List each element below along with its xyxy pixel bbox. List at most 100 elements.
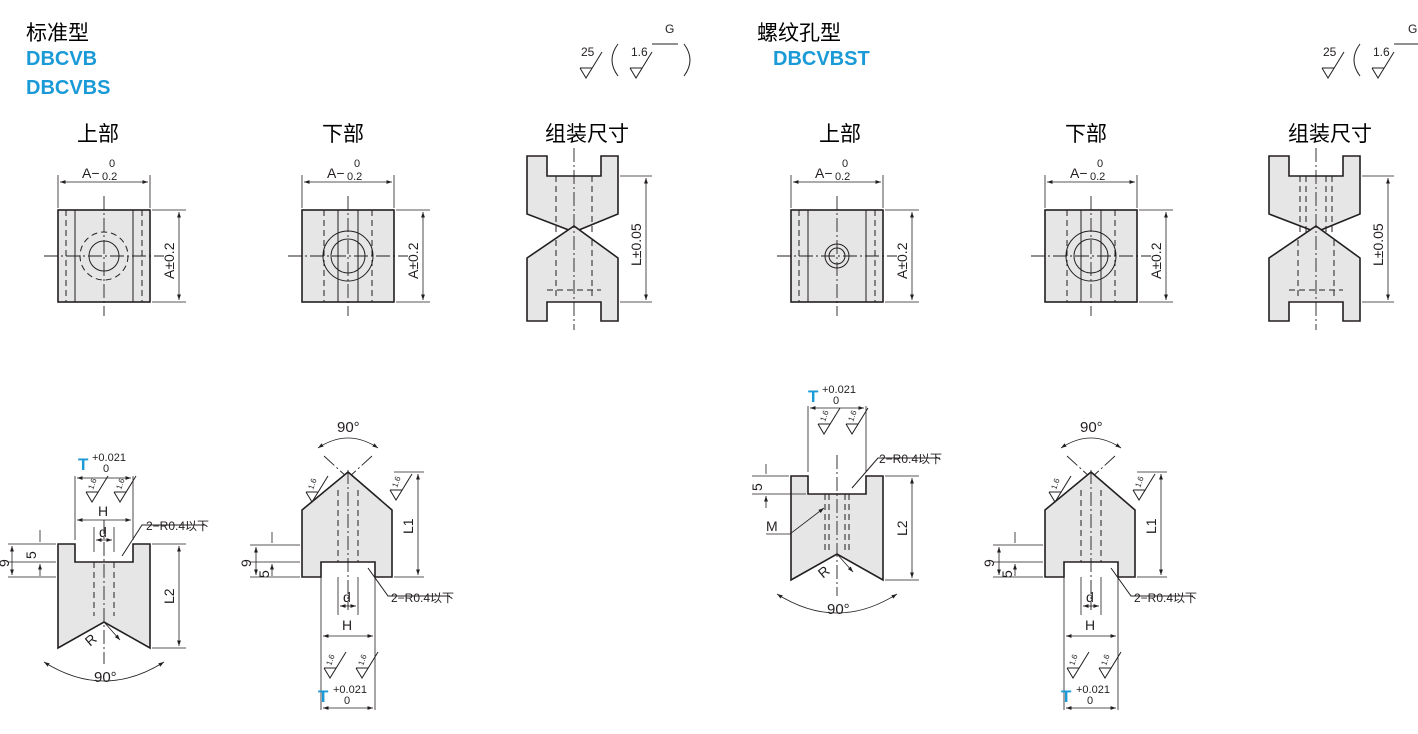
roughness-main-value: 25 — [1323, 45, 1337, 59]
svg-text:5: 5 — [256, 570, 272, 578]
svg-text:1.6: 1.6 — [1099, 653, 1111, 667]
product-code-dbcvbs: DBCVBS — [26, 77, 110, 99]
bottom-view-left: A− 0 0.2 A±0.2 — [288, 158, 430, 316]
corner-radius-note: 2−R0.4以下 — [146, 519, 209, 533]
svg-text:5: 5 — [999, 570, 1015, 578]
svg-text:1.6: 1.6 — [324, 653, 336, 667]
svg-text:2−R0.4以下: 2−R0.4以下 — [391, 591, 454, 605]
svg-text:T: T — [318, 687, 329, 706]
svg-text:0.2: 0.2 — [102, 171, 117, 183]
svg-text:0: 0 — [842, 158, 848, 170]
left-roughness-spec: 25 1.6 G — [579, 22, 691, 79]
svg-text:A−: A− — [327, 165, 345, 181]
upper-block — [1268, 155, 1361, 233]
dim-m-thread: M — [766, 518, 778, 534]
view-title-top: 上部 — [819, 122, 861, 146]
dim-l1: L1 — [400, 518, 416, 534]
type-label-threaded: 螺纹孔型 — [757, 21, 841, 45]
svg-text:A±0.2: A±0.2 — [894, 242, 910, 279]
view-title-bottom: 下部 — [1065, 122, 1107, 146]
svg-text:2−R0.4以下: 2−R0.4以下 — [879, 452, 942, 466]
right-header: 螺纹孔型 DBCVBST — [757, 21, 870, 70]
svg-text:5: 5 — [749, 483, 765, 491]
svg-text:1.6: 1.6 — [86, 477, 98, 491]
svg-text:0: 0 — [103, 463, 109, 475]
svg-text:H: H — [1085, 617, 1095, 633]
grind-mark: G — [1408, 22, 1417, 36]
svg-text:1.6: 1.6 — [114, 477, 126, 491]
svg-text:0: 0 — [833, 395, 839, 407]
svg-text:1.6: 1.6 — [818, 409, 830, 423]
svg-text:0.2: 0.2 — [347, 171, 362, 183]
svg-text:1.6: 1.6 — [1133, 475, 1145, 489]
svg-text:0.2: 0.2 — [835, 171, 850, 183]
roughness-secondary-value: 1.6 — [1373, 45, 1390, 59]
close-paren-icon — [683, 43, 691, 77]
svg-text:L2: L2 — [894, 520, 910, 536]
upper-block-section-left: T +0.021 0 1.6 1.6 H d 2−R0.4以下 5 9 L2 R… — [0, 452, 209, 686]
view-title-top: 上部 — [77, 122, 119, 146]
dim-l-assembly: L±0.05 — [628, 223, 644, 266]
svg-text:2−R0.4以下: 2−R0.4以下 — [1134, 591, 1197, 605]
svg-text:d: d — [343, 589, 351, 605]
svg-text:+0.021: +0.021 — [333, 684, 367, 696]
roughness-main-value: 25 — [581, 45, 595, 59]
svg-text:90°: 90° — [337, 419, 360, 436]
svg-text:+0.021: +0.021 — [1076, 684, 1110, 696]
svg-text:1.6: 1.6 — [306, 477, 318, 491]
svg-text:T: T — [1061, 687, 1072, 706]
open-paren-icon — [1353, 43, 1361, 77]
svg-text:9: 9 — [981, 559, 997, 567]
top-view-left: A− 0 0.2 A±0.2 — [44, 158, 186, 316]
svg-text:1.6: 1.6 — [1049, 477, 1061, 491]
dim-t-symbol: T — [78, 455, 89, 474]
svg-text:0: 0 — [109, 158, 115, 170]
svg-text:0: 0 — [1087, 695, 1093, 707]
svg-text:d: d — [1086, 589, 1094, 605]
dim-a-height: A±0.2 — [161, 242, 177, 279]
svg-text:A±0.2: A±0.2 — [1148, 242, 1164, 279]
svg-text:1.6: 1.6 — [356, 653, 368, 667]
dim-a-width: A− — [82, 165, 100, 181]
svg-text:9: 9 — [0, 559, 12, 567]
view-title-assembly: 组装尺寸 — [545, 122, 629, 146]
lower-block — [526, 225, 619, 322]
view-title-assembly: 组装尺寸 — [1288, 122, 1372, 146]
right-roughness-spec: 25 1.6 G — [1321, 22, 1418, 79]
lower-block-section-left: 90° 1.6 1.6 L1 5 9 d 2−R0.4以下 H 1.6 1.6 … — [238, 419, 454, 710]
lower-block — [1268, 225, 1361, 322]
svg-text:0: 0 — [344, 695, 350, 707]
left-header: 标准型 DBCVB DBCVBS — [26, 21, 110, 99]
grind-mark: G — [665, 22, 674, 36]
dim-l2: L2 — [161, 588, 177, 604]
svg-text:0: 0 — [354, 158, 360, 170]
product-code-dbcvb: DBCVB — [26, 48, 97, 70]
dim-d: d — [99, 524, 107, 540]
svg-text:0: 0 — [1097, 158, 1103, 170]
type-label-standard: 标准型 — [26, 21, 89, 45]
svg-text:0.2: 0.2 — [1090, 171, 1105, 183]
svg-text:1.6: 1.6 — [846, 409, 858, 423]
open-paren-icon — [611, 43, 619, 77]
dim-angle: 90° — [94, 669, 117, 686]
svg-text:5: 5 — [23, 551, 39, 559]
svg-text:1.6: 1.6 — [390, 475, 402, 489]
roughness-secondary-value: 1.6 — [631, 45, 648, 59]
svg-text:A±0.2: A±0.2 — [405, 242, 421, 279]
top-view-right: A− 0 0.2 A±0.2 — [777, 158, 919, 316]
product-code-dbcvbst: DBCVBST — [773, 48, 870, 70]
upper-block-section-right: T +0.021 0 1.6 1.6 2−R0.4以下 5 M L2 R 90° — [749, 384, 942, 618]
svg-text:9: 9 — [238, 559, 254, 567]
svg-text:90°: 90° — [1080, 419, 1103, 436]
assembly-view-left: L±0.05 — [526, 148, 652, 330]
svg-text:L1: L1 — [1143, 518, 1159, 534]
svg-text:+0.021: +0.021 — [92, 452, 126, 464]
svg-text:A−: A− — [815, 165, 833, 181]
svg-text:L±0.05: L±0.05 — [1370, 223, 1386, 266]
view-title-bottom: 下部 — [322, 122, 364, 146]
svg-text:1.6: 1.6 — [1067, 653, 1079, 667]
upper-block — [526, 155, 619, 233]
svg-text:T: T — [808, 387, 819, 406]
